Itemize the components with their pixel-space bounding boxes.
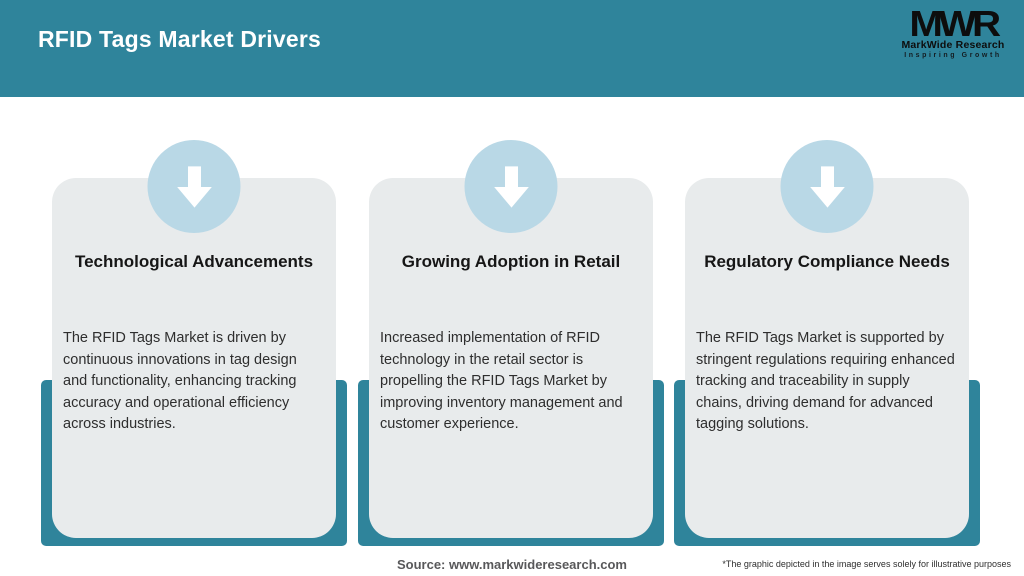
driver-card: Technological Advancements The RFID Tags… <box>52 178 336 538</box>
card-title: Growing Adoption in Retail <box>401 252 621 271</box>
markwide-research-logo: MWR MarkWide Research Inspiring Growth <box>898 3 1008 60</box>
driver-card-group-2: Growing Adoption in Retail Increased imp… <box>358 0 664 576</box>
source-text: Source: www.markwideresearch.com <box>396 557 627 572</box>
header: RFID Tags Market Drivers MWR MarkWide Re… <box>0 0 1024 97</box>
driver-card: Growing Adoption in Retail Increased imp… <box>369 178 653 538</box>
driver-card-group-1: Technological Advancements The RFID Tags… <box>41 0 347 576</box>
card-description: Increased implementation of RFID technol… <box>380 330 623 432</box>
driver-card: Regulatory Compliance Needs The RFID Tag… <box>685 178 969 538</box>
card-description: The RFID Tags Market is supported by str… <box>696 330 955 432</box>
card-description: The RFID Tags Market is driven by contin… <box>63 330 297 432</box>
page-title: RFID Tags Market Drivers <box>38 26 322 52</box>
driver-card-group-3: Regulatory Compliance Needs The RFID Tag… <box>674 0 980 576</box>
logo-monogram: MWR <box>909 3 1001 44</box>
card-title: Technological Advancements <box>74 252 314 271</box>
card-icon-badge <box>147 140 241 233</box>
logo-tagline: Inspiring Growth <box>904 52 1002 59</box>
arrow-down-icon <box>168 159 220 215</box>
card-icon-badge <box>780 140 874 233</box>
logo-name: MarkWide Research <box>901 39 1005 51</box>
card-title: Regulatory Compliance Needs <box>704 252 950 271</box>
disclaimer-text: *The graphic depicted in the image serve… <box>722 559 1011 569</box>
arrow-down-icon <box>801 159 853 215</box>
arrow-down-icon <box>485 159 537 215</box>
card-icon-badge <box>464 140 558 233</box>
